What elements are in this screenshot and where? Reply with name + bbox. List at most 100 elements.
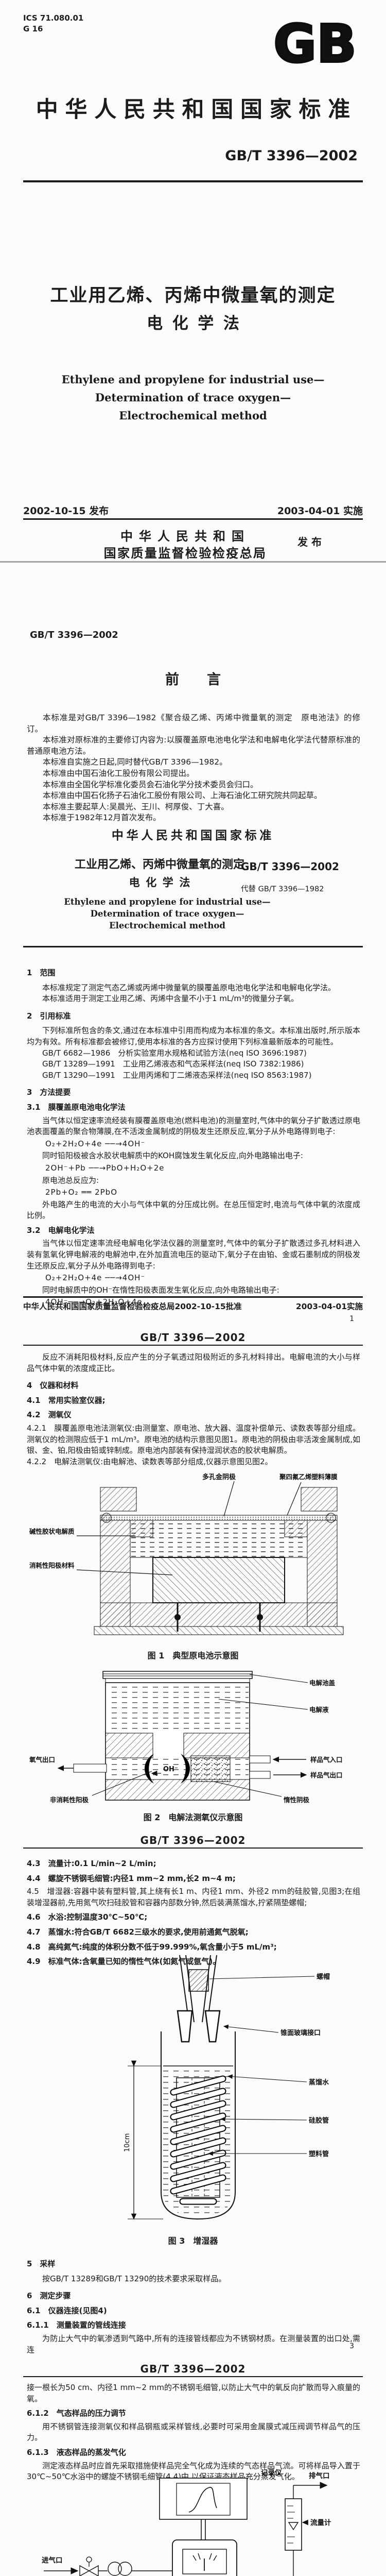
page-separator (0, 561, 386, 563)
page-number: 3 (349, 2342, 354, 2350)
formula-oxygen-reduction-2: O₂+2H₂O+4e ──→4OH⁻ (45, 1273, 146, 1283)
fig1-drawing (76, 1481, 344, 1635)
section-4-4: 4.4 螺旋不锈钢毛细管:内径1 mm~2 mm,长2 m~4 m; (27, 1873, 236, 1883)
fig2-drawing (57, 1671, 308, 1801)
page1-title-en-2: Determination of trace oxygen— (90, 909, 244, 919)
fig2-label-cell-lid: 电解池盖 (309, 1679, 336, 1687)
cover-title-en-3: Electrochemical method (119, 409, 267, 422)
fig1-label-porous-gold-cathode: 多孔金阴极 (202, 1473, 236, 1481)
page1-title-cn: 工业用乙烯、丙烯中微量氧的测定 (74, 858, 244, 871)
fig2-label-hydroxide-ion: OH⁻ (163, 1766, 178, 1773)
fig4-label-exhaust-port: 排气口 (309, 2471, 330, 2480)
fig4-label-recorder: 记录仪 (261, 2469, 282, 2477)
section-5-para: 按GB/T 13289和GB/T 13290的技术要求采取样品。 (42, 2274, 226, 2283)
cover-title-en-1: Ethylene and propylene for industrial us… (61, 373, 325, 386)
section-4-3: 4.3 流量计:0.1 L/min~2 L/min; (27, 1859, 156, 1868)
formula-hydroxide-oxidation: 4OH⁻──→O₂+2H₂O+4e (45, 1297, 143, 1307)
cover-standard-number: GB/T 3396—2002 (225, 148, 358, 164)
foreword-para: 本标准由全国化学标准化委员会石油化学分技术委员会归口。 (43, 779, 258, 789)
fig3-label-conical-glass-joint: 锥面玻璃接口 (280, 2029, 321, 2037)
fig4-label-flowmeter: 流量计 (310, 2518, 331, 2527)
fig3-drawing (128, 1955, 315, 2220)
section-4-1: 4.1 常用实验室仪器; (27, 1395, 106, 1405)
cover-national-standard-title: 中华人民共和国国家标准 (36, 97, 358, 123)
section-6-1-2-para: 用不锈钢管连接测氧仪和样品钢瓶或采样管线,必要时可采用金属膜式减压阀调节样品气的… (27, 2421, 360, 2443)
figure-3-caption: 图 3 增湿器 (168, 2236, 218, 2246)
page3-body-bottom: 5 采样 按GB/T 13289和GB/T 13290的技术要求采取样品。 6 … (27, 2252, 360, 2355)
page4-header-rule (23, 2376, 363, 2377)
section-1-heading: 1 范围 (27, 968, 56, 977)
implementation-date: 2003-04-01 实施 (277, 505, 363, 517)
cover-divider (23, 180, 363, 182)
page3-running-header: GB/T 3396—2002 (140, 1834, 246, 1846)
figure-3-humidifier-diagram: 螺帽 锥面玻璃接口 蒸馏水 硅胶管 塑料管 10cm (124, 1955, 330, 2220)
fig1-label-consumable-anode: 消耗性阳极材料 (29, 1562, 75, 1569)
section-4-9: 4.9 标准气体:含氧量已知的惰性气体(如氮气或氩气)。 (27, 1957, 221, 1967)
fig4-label-gas-inlet: 进气口 (42, 2556, 63, 2565)
reference-item: GB/T 6682—1986 分析实验室用水规格和试验方法(neq ISO 36… (42, 1048, 307, 1058)
section-3-2-continuation: 反应不消耗阳极材料,反应产生的分子氧透过阳极附近的多孔材料排出。电解电流的大小与… (27, 1352, 360, 1373)
fig3-label-screw-cap: 螺帽 (317, 1973, 330, 1981)
section-2-heading: 2 引用标准 (27, 1011, 71, 1021)
figure-2-electrolytic-analyzer-diagram: OH⁻ 电解池盖 电解液 氧气出口 样品气入口 样品气出口 非消耗性阳极 惰性阴… (29, 1671, 343, 1804)
figure-1-galvanic-cell-diagram: 多孔金阴极 聚四氟乙烯塑料薄膜 碱性胶状电解质 消耗性阳极材料 (29, 1473, 344, 1635)
foreword-para: 本标准由中国石化扬子石油化工股份有限公司、上海石油化工研究院共同起草。 (43, 791, 322, 801)
section-4-6: 4.6 水浴:控制温度30℃~50℃; (27, 1912, 148, 1922)
cover-title-cn-2: 电化学法 (147, 314, 249, 333)
section-3-1-para: 当气体以恒定速率流经装有膜覆盖原电池(燃料电池)的测量室时,气体中的氧分子扩散透… (27, 1115, 360, 1137)
fig3-label-plastic-tube: 塑料管 (309, 2150, 329, 2158)
section-3-1-heading: 3.1 膜覆盖原电池电化学法 (27, 1102, 126, 1112)
section-3-heading: 3 方法提要 (27, 1088, 71, 1097)
fig2-label-sample-gas-outlet: 样品气出口 (310, 1771, 343, 1779)
page4-running-header: GB/T 3396—2002 (140, 2363, 246, 2375)
section-4-7: 4.7 蒸馏水:符合GB/T 6682三级水的要求,使用前通氮气脱氧; (27, 1927, 249, 1937)
figure-2-caption: 图 2 电解法测氧仪示意图 (143, 1812, 243, 1822)
cover-title-cn: 工业用乙烯、丙烯中微量氧的测定 (50, 285, 336, 306)
section-1-para: 本标准规定了测定气态乙烯或丙烯中微量氧的膜覆盖原电池电化学法和电解电化学法。 (42, 982, 336, 992)
foreword-body: 本标准是对GB/T 3396—1982《聚合级乙烯、丙烯中微量氧的测定 原电池法… (27, 713, 360, 824)
reference-item: GB/T 13289—1991 工业用乙烯液态和气态采样法(neq ISO 73… (42, 1059, 304, 1069)
figure-4-assembly-diagram: 记录仪 排气口 流量计 进气口 (42, 2469, 331, 2576)
issuer-line-1: 中华人民共和国 (120, 529, 250, 544)
page3-header-rule (23, 1848, 363, 1849)
fig2-label-electrolyte-liquid: 电解液 (309, 1706, 329, 1714)
page1-body: 1 范围 本标准规定了测定气态乙烯或丙烯中微量氧的膜覆盖原电池电化学法和电解电化… (27, 961, 360, 1309)
page2-running-header: GB/T 3396—2002 (140, 1331, 246, 1344)
issuer-line-2: 国家质量监督检验检疫总局 (103, 546, 267, 561)
foreword-para: 本标准自实施之日起,同时替代GB/T 3396—1982。 (43, 757, 227, 767)
page-number: 1 (349, 1315, 354, 1323)
section-2-para: 下列标准所包含的条文,通过在本标准中引用而构成为本标准的条文。本标准出版时,所示… (27, 1026, 360, 1046)
section-4-2-2: 4.2.2 电解法测氧仪:由电解池、读数表等部分组成,仪器示意图见图2。 (27, 1456, 273, 1466)
fig1-label-alkaline-gel-electrolyte: 碱性胶状电解质 (29, 1528, 75, 1535)
page3-body-top: 4.3 流量计:0.1 L/min~2 L/min; 4.4 螺旋不锈钢毛细管:… (27, 1855, 360, 1970)
issued-by-label: 发 布 (297, 536, 322, 548)
section-4-2-1: 4.2.1 膜覆盖原电池法测氧仪:由测量室、原电池、放大器、温度补偿单元、读数表… (27, 1423, 360, 1455)
foreword-para: 本标准由中国石油化工股份有限公司提出。 (43, 768, 195, 778)
section-4-heading: 4 仪器和材料 (27, 1381, 79, 1391)
section-6-1-1-para: 为防止大气中的氧渗透到气路中,所有的连接管线都应为不锈钢材质。在测量装置的出口处… (27, 2333, 360, 2354)
page2-body: 反应不消耗阳极材料,反应产生的分子氧透过阳极附近的多孔材料排出。电解电流的大小与… (27, 1352, 360, 1467)
foreword-standard-number: GB/T 3396—2002 (30, 630, 118, 640)
section-6-1-2: 6.1.2 气态样品的压力调节 (27, 2409, 126, 2418)
formula-lead-oxidation: 2OH⁻+Pb ──→PbO+H₂O+2e (45, 1163, 165, 1173)
section-4-5: 4.5 增湿器:容器中装有塑料管,其上绕有长1 m、内径1 mm、外径2 mm的… (27, 1887, 360, 1907)
foreword-para: 本标准于1982年12月首次发布。 (43, 813, 161, 823)
ics-code: ICS 71.080.01 (23, 13, 84, 23)
reference-item: GB/T 13290—1991 工业用丙烯和丁二烯液态采样法(neq ISO 8… (42, 1070, 312, 1080)
page1-title-rule (23, 946, 363, 947)
formula-total-reaction: 2Pb+O₂ ══ 2PbO (45, 1188, 118, 1197)
gb-logo: GB (272, 15, 357, 75)
section-4-2: 4.2 测氧仪 (27, 1410, 72, 1420)
foreword-para: 本标准是对GB/T 3396—1982《聚合级乙烯、丙烯中微量氧的测定 原电池法… (27, 713, 360, 734)
section-6-1-1: 6.1.1 测量装置的管线连接 (27, 2320, 126, 2330)
fig2-label-sample-gas-inlet: 样品气入口 (310, 1756, 343, 1764)
issue-date: 2002-10-15 发布 (23, 505, 109, 517)
section-3-1-para: 同时铅阳极被含水胶状电解质中的KOH腐蚀发生氧化反应,向外电路输出电子: (42, 1151, 303, 1161)
page1-title-en-3: Electrochemical method (109, 921, 225, 930)
section-4-8: 4.8 高纯氮气:纯度的体积分数不低于99.999%,氧含量小于5 mL/m³; (27, 1942, 277, 1952)
page1-footer-rule (23, 1296, 363, 1298)
foreword-para: 本标准主要起草人:吴晨光、王川、柯厚俊、丁大喜。 (43, 802, 229, 811)
figure-1-caption: 图 1 典型原电池示意图 (147, 1651, 239, 1660)
page1-national-standard-header: 中华人民共和国国家标准 (111, 829, 275, 842)
page1-title-en-1: Ethylene and propylene for industrial us… (64, 897, 271, 907)
